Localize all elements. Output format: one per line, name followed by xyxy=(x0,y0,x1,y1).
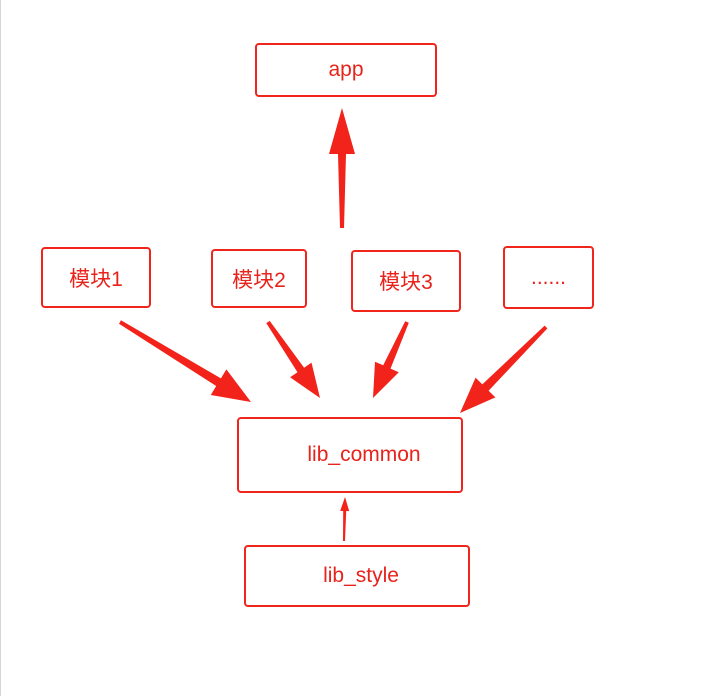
node-module2-label: 模块2 xyxy=(232,268,286,292)
node-lib-style: lib_style xyxy=(244,545,470,607)
arrow-module3-to-lib-common xyxy=(373,321,409,398)
node-module2: 模块2 xyxy=(211,249,307,308)
arrow-to-app xyxy=(329,108,355,228)
node-lib-common-label: lib_common xyxy=(307,443,421,466)
arrow-module1-to-lib-common xyxy=(119,320,251,402)
arrow-more-to-lib-common xyxy=(460,325,548,413)
node-app-label: app xyxy=(328,58,364,81)
node-module1-label: 模块1 xyxy=(69,267,123,291)
node-app: app xyxy=(255,43,437,97)
node-more: ...... xyxy=(503,246,594,309)
arrow-lib-style-to-lib-common xyxy=(340,497,350,541)
node-module3-label: 模块3 xyxy=(379,271,433,294)
node-module3: 模块3 xyxy=(351,250,461,312)
node-more-label: ...... xyxy=(530,265,566,289)
node-module1: 模块1 xyxy=(41,247,151,308)
node-lib-style-label: lib_style xyxy=(323,564,399,587)
node-lib-common: lib_common xyxy=(237,417,463,493)
left-edge-line xyxy=(0,0,1,696)
arrow-module2-to-lib-common xyxy=(266,320,320,398)
